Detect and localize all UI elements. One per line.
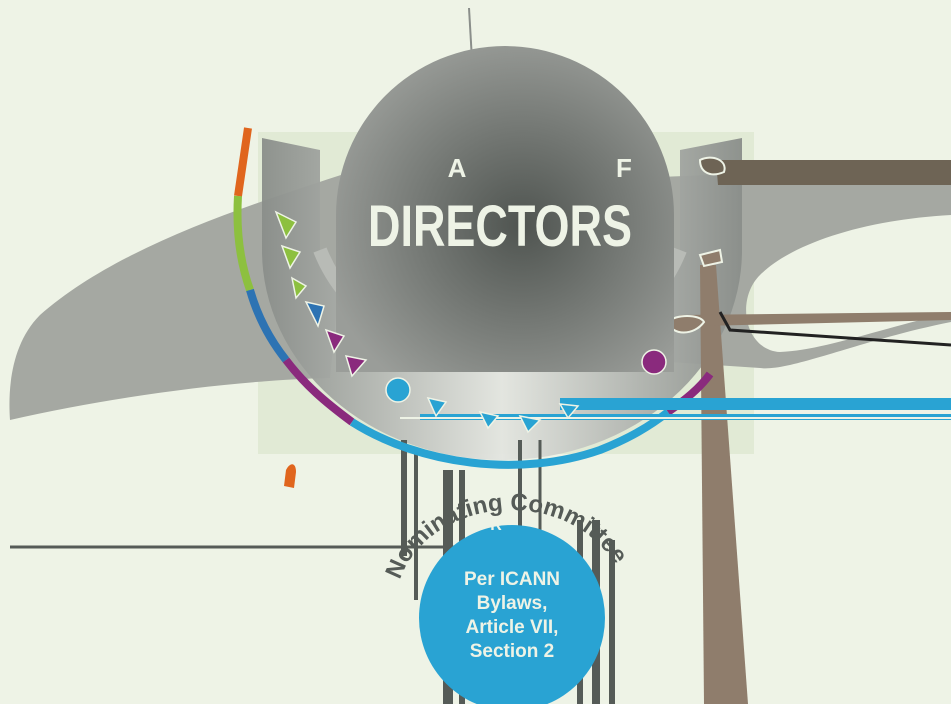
- header-letter-right: F: [616, 153, 632, 183]
- nomcom-line-3: Article VII,: [466, 617, 559, 638]
- orange-mark: [284, 464, 296, 488]
- board-title: DIRECTORS: [368, 194, 632, 259]
- nomcom-letter: R: [490, 517, 502, 534]
- nomcom-line-1: Per ICANN: [464, 569, 560, 590]
- header-letter-left: A: [448, 153, 467, 183]
- nomcom-line-4: Section 2: [470, 641, 554, 662]
- nomcom-line-2: Bylaws,: [477, 593, 548, 614]
- nomcom-circle: [419, 525, 605, 704]
